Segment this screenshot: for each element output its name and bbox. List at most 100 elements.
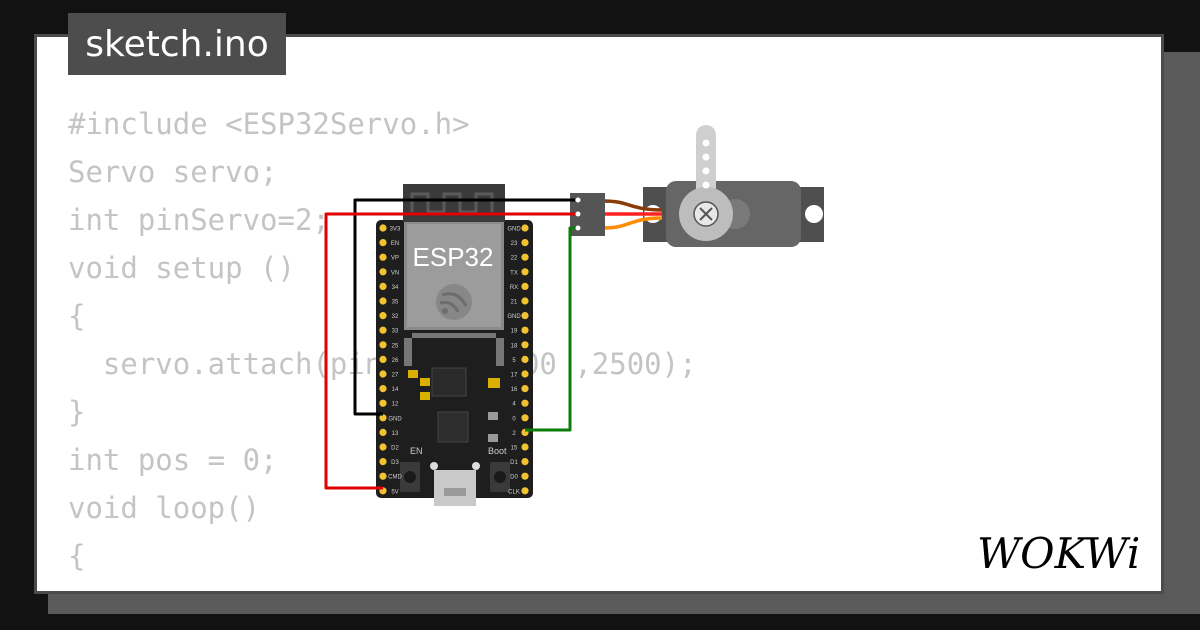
code-line: Servo servo; (68, 155, 278, 189)
smd-cap (420, 378, 430, 386)
esp32-board[interactable]: ESP32 EN Boot (376, 184, 533, 506)
wires (324, 198, 575, 490)
boot-button[interactable] (490, 462, 510, 492)
pin-label: CMD (388, 475, 402, 481)
horn-hole (702, 181, 710, 189)
header-pin[interactable] (521, 282, 529, 290)
wokwi-logo: WOKWi (977, 529, 1140, 578)
header-pin[interactable] (521, 414, 529, 422)
header-pin[interactable] (379, 458, 387, 466)
horn-hole (702, 139, 710, 147)
pin-label: 5V (391, 489, 398, 495)
pin-label: 23 (511, 241, 518, 247)
pin-label: 21 (511, 300, 518, 306)
header-pin[interactable] (521, 253, 529, 261)
pin-label: D2 (391, 446, 399, 452)
header-pin[interactable] (379, 428, 387, 436)
header-pin[interactable] (379, 253, 387, 261)
regulator (431, 367, 467, 397)
header-pin[interactable] (379, 341, 387, 349)
pin-label: GND (507, 314, 521, 320)
pin-label: 17 (511, 373, 518, 379)
header-pin[interactable] (379, 239, 387, 247)
horn-hole (702, 153, 710, 161)
header-pin[interactable] (379, 297, 387, 305)
pin-label: 27 (392, 373, 399, 379)
pin-label: 26 (392, 358, 399, 364)
header-pin[interactable] (379, 312, 387, 320)
pin-label: D0 (510, 475, 518, 481)
header-pin[interactable] (379, 326, 387, 334)
antenna-trace (410, 192, 494, 214)
file-tab[interactable]: sketch.ino (68, 13, 286, 75)
header-pin[interactable] (379, 268, 387, 276)
pin-label: VP (391, 256, 399, 262)
pin-label: 22 (511, 256, 518, 262)
header-pin[interactable] (521, 458, 529, 466)
header-pin[interactable] (379, 414, 387, 422)
header-pin[interactable] (379, 385, 387, 393)
code-line: void setup () (68, 251, 295, 285)
smd-cap (420, 392, 430, 400)
pin-label: 3V3 (390, 227, 401, 233)
code-line: int pos = 0; (68, 443, 278, 477)
code-line: void loop() (68, 491, 261, 525)
pin-label: 2 (512, 431, 516, 437)
usb-tab (430, 462, 438, 470)
en-button[interactable] (400, 462, 420, 492)
pin-label: 12 (392, 402, 399, 408)
pin-label: CLK (508, 489, 520, 495)
code-line: { (68, 299, 86, 333)
header-pin[interactable] (379, 472, 387, 480)
header-pin[interactable] (521, 341, 529, 349)
header-pin[interactable] (379, 224, 387, 232)
antenna-area (403, 184, 505, 222)
pin-label: 34 (392, 285, 399, 291)
pin-label: TX (510, 270, 518, 276)
header-pin[interactable] (379, 399, 387, 407)
header-pin[interactable] (521, 399, 529, 407)
header-pin[interactable] (379, 370, 387, 378)
code-line: #include <ESP32Servo.h> (68, 107, 470, 141)
header-pin[interactable] (521, 370, 529, 378)
header-pin[interactable] (521, 239, 529, 247)
header-pin[interactable] (521, 297, 529, 305)
ground-wire (353, 198, 575, 416)
led (488, 412, 498, 420)
usb-tab (472, 462, 480, 470)
header-pin[interactable] (521, 487, 529, 495)
code-line: { (68, 539, 86, 573)
logo-text: WOKWi (977, 529, 1140, 578)
en-label: EN (410, 446, 423, 456)
code-line: int pinServo=2; (68, 203, 330, 237)
pin-label: 32 (392, 314, 399, 320)
servo-motor[interactable] (643, 125, 824, 247)
header-pin[interactable] (379, 355, 387, 363)
header-pin[interactable] (521, 224, 529, 232)
header-pin[interactable] (521, 472, 529, 480)
header-pin[interactable] (379, 282, 387, 290)
left-pin-header: 3V3ENVPVN343532332526271412GND13D2D3CMD5… (379, 224, 402, 495)
pin-label: 14 (392, 387, 399, 393)
header-pin[interactable] (521, 326, 529, 334)
pin-label: 19 (511, 329, 518, 335)
servo-connector[interactable] (570, 193, 605, 236)
header-pin[interactable] (379, 443, 387, 451)
header-pin[interactable] (521, 443, 529, 451)
header-pin[interactable] (521, 385, 529, 393)
header-pin[interactable] (521, 268, 529, 276)
header-pin[interactable] (521, 312, 529, 320)
code-line: } (68, 395, 86, 429)
signal-wire (525, 226, 575, 432)
smd-cap (408, 370, 418, 378)
pin-label: 35 (392, 300, 399, 306)
pin-label: D1 (510, 460, 518, 466)
usb-uart-chip (437, 411, 469, 443)
pin-label: 5 (512, 358, 516, 364)
pin-label: VN (391, 270, 399, 276)
pin-label: 4 (512, 402, 516, 408)
header-pin[interactable] (521, 355, 529, 363)
pin-label: D3 (391, 460, 399, 466)
usb-port (444, 488, 466, 496)
